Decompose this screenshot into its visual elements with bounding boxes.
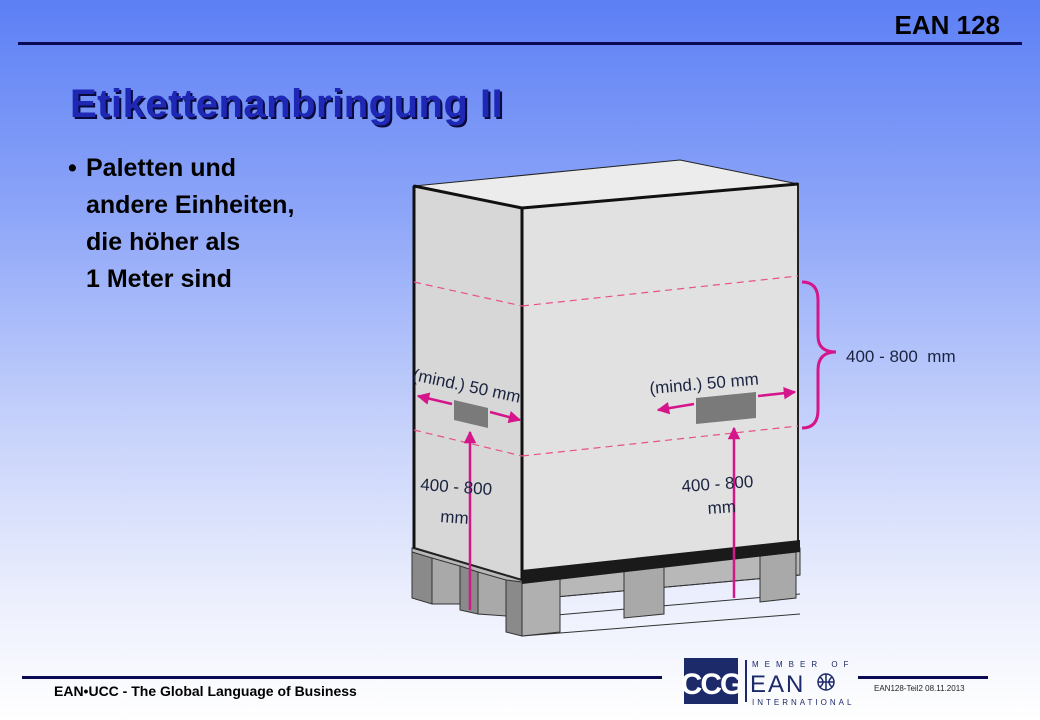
footer-divider-left bbox=[22, 676, 662, 679]
side-height-text-1: 400 - 800 bbox=[420, 475, 493, 499]
bullet-dot: • bbox=[68, 154, 77, 182]
front-label-area bbox=[696, 392, 756, 424]
slide-title: Etikettenanbringung II bbox=[70, 82, 504, 126]
header-divider bbox=[18, 42, 1022, 45]
logo-international-text: INTERNATIONAL bbox=[752, 698, 854, 707]
bullet-line-2: andere Einheiten, bbox=[86, 191, 295, 219]
bullet-line-1: •Paletten und bbox=[68, 150, 294, 187]
zone-height-text: 400 - 800 mm bbox=[846, 347, 956, 366]
dimension-arrows bbox=[416, 386, 797, 610]
bullet-line-3: die höher als bbox=[86, 228, 241, 256]
ean-globe-icon bbox=[817, 673, 835, 691]
footer-doc-info: EAN128-Teil2 08.11.2013 bbox=[874, 684, 965, 693]
height-zone-brace bbox=[801, 280, 837, 430]
ccg-logo-text: CCG bbox=[681, 668, 742, 701]
footer-divider-right bbox=[858, 676, 988, 679]
footer-doc-ref: EAN128-Teil2 bbox=[874, 684, 923, 693]
side-label-area bbox=[454, 400, 488, 428]
logo-member-of-text: MEMBER OF bbox=[752, 660, 854, 669]
slide-code-label: EAN 128 bbox=[894, 10, 1001, 40]
logo-ean-text: EAN bbox=[750, 671, 805, 698]
front-height-text-1: 400 - 800 bbox=[681, 472, 754, 496]
bullet-text: •Paletten und andere Einheiten, die höhe… bbox=[68, 150, 294, 298]
bullet-line-4: 1 Meter sind bbox=[86, 265, 232, 293]
label-zone-lines bbox=[413, 275, 799, 457]
footer-date: 08.11.2013 bbox=[925, 684, 965, 693]
footer-tagline: EAN•UCC - The Global Language of Busines… bbox=[54, 683, 357, 699]
ccg-ean-logo: CCG MEMBER OF EAN INTERNATIONAL bbox=[681, 658, 854, 707]
ccg-logo-block bbox=[684, 658, 738, 704]
front-height-text-2: mm bbox=[707, 497, 737, 518]
side-height-text-2: mm bbox=[440, 507, 470, 528]
